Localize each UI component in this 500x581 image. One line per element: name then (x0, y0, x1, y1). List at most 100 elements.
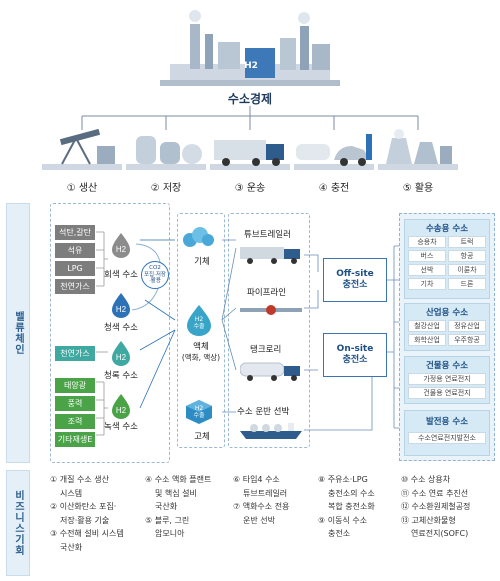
source-oil: 석유 (55, 243, 95, 258)
hydrogen-ship-icon (240, 423, 302, 439)
ccs-tag-line3: ·활용 (149, 278, 161, 285)
solid-tag-line1: H2 (194, 405, 204, 412)
stage-transport: ③ 운송 (234, 183, 266, 194)
storage-tank-icon (126, 136, 206, 170)
stage-storage: ② 저장 (150, 183, 182, 194)
source-wind: 풍력 (55, 396, 95, 411)
usage-building-fuel-cell: 건물용 연료전지 (408, 387, 486, 399)
offsite-station-box: Off-site 충전소 (323, 258, 387, 302)
stage-production: ① 생산 (66, 183, 98, 194)
source-coal: 석탄,갈탄 (55, 225, 95, 240)
stage-charging: ④ 충전 (318, 183, 350, 194)
biz-13b: 연료전지(SOFC) (411, 529, 469, 538)
transport-usage-grid: 승용차 트럭 버스 항공 선박 이륜차 기차 드론 (408, 236, 486, 290)
solid-tag-line2: 수출 (193, 412, 205, 419)
usage-home-fuel-cell: 가정용 연료전지 (408, 373, 486, 385)
onsite-line1: On-site (336, 343, 374, 354)
building-usage-title: 건물용 수소 (425, 361, 469, 371)
truck-icon (210, 140, 290, 170)
usage-aviation: 항공 (448, 250, 486, 262)
hydrogen-plant-illustration (160, 10, 340, 86)
gray-hydrogen-drop-icon: H2 (112, 233, 130, 258)
usage-truck: 트럭 (448, 236, 486, 248)
power-usage-title: 발전용 수소 (425, 417, 469, 427)
blue-hydrogen-label: 청색 수소 (104, 323, 138, 333)
usage-motorcycle: 이륜차 (448, 264, 486, 276)
biz-4b: 및 핵심 설비 (155, 488, 197, 498)
biz-10: ⑩ 수소 상용차 (401, 475, 451, 484)
liquid-tag-line1: H2 (194, 316, 204, 323)
ccs-tag-line1: CO2 (149, 265, 161, 272)
tank-lorry-icon (240, 362, 300, 381)
industry-usage-grid: 철강산업 정유산업 화학산업 우주항공 (408, 320, 486, 346)
biz-5a: ⑤ 블루, 그린 (145, 515, 190, 525)
usage-chemical: 화학산업 (408, 334, 446, 346)
biz-9a: ⑨ 이동식 수소 (318, 515, 368, 525)
green-hydrogen-drop-icon: H2 (112, 394, 130, 419)
gray-drop-h2: H2 (116, 245, 127, 254)
charging-station-car-icon (294, 134, 374, 170)
biz-3b: 국산화 (60, 542, 83, 552)
usage-steel: 철강산업 (408, 320, 446, 332)
turquoise-drop-h2: H2 (116, 353, 127, 362)
source-tidal: 조력 (55, 414, 95, 429)
usage-fuel-cell-plant: 수소연료전지발전소 (408, 432, 486, 444)
biz-2a: ② 이산화탄소 포집· (50, 502, 117, 511)
transport-tube-trailer-label: 튜브트레일러 (244, 230, 291, 240)
industry-usage-title: 산업용 수소 (425, 308, 469, 318)
storage-liquid-label: 액체 (193, 342, 209, 352)
green-hydrogen-label: 녹색 수소 (104, 422, 138, 432)
solid-cube-icon (186, 400, 212, 424)
usage-ship: 선박 (408, 264, 446, 276)
biz-2b: 저장·활용 기술 (60, 515, 110, 525)
page-title: 수소경제 (227, 92, 273, 106)
biz-5b: 암모니아 (155, 529, 185, 538)
pipeline-icon (240, 305, 302, 315)
liquid-drop-icon (187, 305, 211, 336)
liquid-tag-line2: 수출 (193, 323, 205, 330)
transport-tank-lorry-label: 탱크로리 (250, 345, 282, 355)
gray-hydrogen-label: 회색 수소 (104, 270, 138, 280)
blue-drop-h2: H2 (116, 305, 127, 314)
onsite-station-box: On-site 충전소 (323, 333, 387, 377)
biz-4c: 국산화 (155, 502, 178, 511)
green-drop-h2: H2 (116, 406, 127, 415)
biz-11: ⑪ 수소 연료 추진선 (401, 488, 469, 498)
biz-7b: 운반 선박 (243, 515, 275, 525)
business-col-usage: ⑩ 수소 상용차 ⑪ 수소 연료 추진선 ⑫ 수소환원제철공정 ⑬ 고체산화물형… (401, 474, 497, 542)
source-other-renewable: 기타재생E (55, 432, 95, 447)
transport-ship-label: 수소 운반 선박 (237, 407, 290, 417)
biz-1a: ① 개질 수소 생산 (50, 475, 109, 484)
usage-refining: 정유산업 (448, 320, 486, 332)
tube-trailer-icon (240, 247, 300, 264)
turquoise-hydrogen-drop-icon: H2 (112, 341, 130, 366)
gas-cloud-icon (183, 227, 214, 247)
usage-bus: 버스 (408, 250, 446, 262)
biz-4a: ④ 수소 액화 플랜트 (145, 475, 212, 484)
onsite-line2: 충전소 (342, 355, 368, 365)
biz-13a: ⑬ 고체산화물형 (401, 515, 456, 525)
building-usage-grid: 가정용 연료전지 건물용 연료전지 (408, 373, 486, 399)
transport-usage-title: 수송용 수소 (425, 224, 469, 234)
source-natural-gas-turquoise: 천연가스 (55, 346, 95, 361)
biz-8a: ⑧ 주유소·LPG (318, 475, 368, 484)
liquid-tag: H2 수출 (185, 316, 213, 330)
biz-7a: ⑦ 액화수소 전용 (233, 502, 290, 511)
plant-h2-badge: H2 (244, 61, 258, 71)
business-col-transport: ⑥ 타입4 수소 튜브트레일러 ⑦ 액화수소 전용 운반 선박 (233, 474, 313, 528)
source-lpg: LPG (55, 261, 95, 276)
biz-6a: ⑥ 타입4 수소 (233, 475, 280, 484)
business-col-production: ① 개질 수소 생산 시스템 ② 이산화탄소 포집· 저장·활용 기술 ③ 수전… (50, 474, 140, 555)
biz-8c: 복합 충전소화 (328, 502, 375, 511)
ccs-tag: CO2 포집·저장 ·활용 (141, 261, 169, 289)
usage-aerospace: 우주항공 (448, 334, 486, 346)
usage-drone: 드론 (448, 278, 486, 290)
biz-9b: 충전소 (328, 529, 351, 538)
source-natural-gas: 천연가스 (55, 279, 95, 294)
blue-hydrogen-drop-icon: H2 (112, 293, 130, 318)
turquoise-hydrogen-label: 청록 수소 (104, 371, 138, 381)
usage-train: 기차 (408, 278, 446, 290)
biz-1b: 시스템 (60, 488, 83, 498)
transport-pipeline-label: 파이프라인 (247, 288, 287, 298)
power-plant-icon (378, 129, 458, 170)
